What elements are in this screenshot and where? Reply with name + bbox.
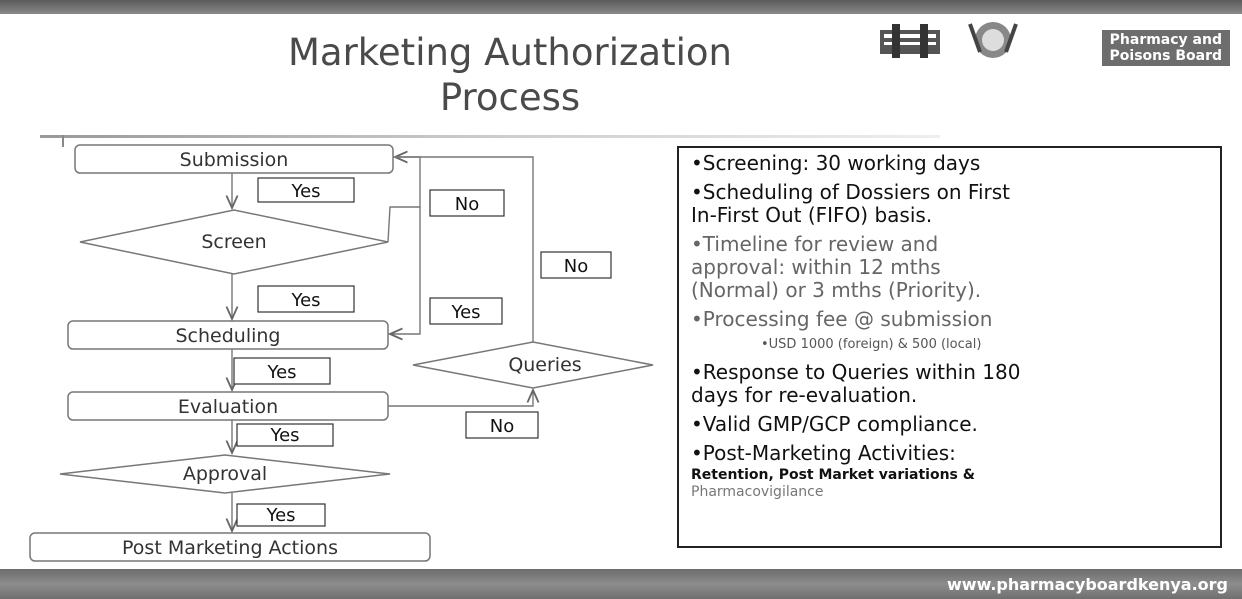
svg-text:No: No — [490, 416, 514, 437]
info-post-marketing-line-2: Retention, Post Market variations & — [691, 467, 975, 483]
node-queries: Queries — [412, 341, 654, 389]
svg-text:Yes: Yes — [269, 425, 299, 446]
label-yes-4: Yes — [233, 357, 331, 385]
node-submission: Submission — [74, 144, 394, 174]
top-bar — [0, 0, 1242, 14]
svg-text:Yes: Yes — [266, 362, 296, 383]
svg-text:Yes: Yes — [290, 290, 320, 311]
info-post-marketing: •Post-Marketing Activities: — [691, 441, 956, 465]
board-name-line-2: Poisons Board — [1109, 48, 1222, 64]
svg-text:Screen: Screen — [201, 231, 266, 253]
connectors — [232, 157, 533, 531]
node-approval: Approval — [59, 454, 391, 494]
info-fee: •Processing fee @ submission — [691, 307, 993, 331]
info-response-line-1: •Response to Queries within 180 — [691, 360, 1021, 384]
label-yes-6: Yes — [236, 503, 326, 527]
footer-website: www.pharmacyboardkenya.org — [947, 575, 1228, 594]
info-fee-detail: •USD 1000 (foreign) & 500 (local) — [761, 337, 982, 352]
board-name-line-1: Pharmacy and — [1109, 32, 1222, 48]
node-screen: Screen — [79, 209, 389, 275]
node-evaluation: Evaluation — [67, 391, 389, 421]
info-post-marketing-detail: Retention, Post Market variations & Phar… — [691, 467, 1208, 501]
label-yes-3: Yes — [429, 297, 503, 325]
flowchart: Submission Screen Scheduling Queries Eva… — [29, 144, 654, 562]
label-no-1: No — [429, 189, 505, 217]
label-yes-5: Yes — [236, 423, 334, 447]
label-no-2: No — [540, 251, 612, 279]
svg-text:Submission: Submission — [180, 149, 289, 171]
info-screening: •Screening: 30 working days — [691, 151, 981, 175]
svg-text:Scheduling: Scheduling — [175, 325, 280, 347]
svg-text:Approval: Approval — [183, 463, 267, 485]
divider-tick — [62, 135, 64, 147]
svg-text:No: No — [564, 256, 588, 277]
label-yes-2: Yes — [257, 285, 355, 313]
header-logos: Pharmacy and Poisons Board — [870, 12, 1242, 66]
svg-text:Evaluation: Evaluation — [178, 396, 278, 418]
info-scheduling-line-1: •Scheduling of Dossiers on First — [691, 180, 1011, 204]
slide-title: Marketing Authorization Process — [250, 30, 770, 120]
title-divider — [40, 135, 940, 138]
svg-text:Yes: Yes — [290, 181, 320, 202]
svg-text:Yes: Yes — [265, 505, 295, 526]
title-line-2: Process — [439, 76, 581, 119]
svg-text:Yes: Yes — [450, 302, 480, 323]
info-post-marketing-line-3: Pharmacovigilance — [691, 484, 824, 500]
info-timeline-line-2: approval: within 12 mths — [691, 255, 941, 279]
board-name-badge: Pharmacy and Poisons Board — [1101, 30, 1230, 66]
info-timeline-line-1: •Timeline for review and — [691, 232, 939, 256]
info-scheduling-line-2: In-First Out (FIFO) basis. — [691, 203, 933, 227]
info-gmp: •Valid GMP/GCP compliance. — [691, 412, 978, 436]
svg-text:Queries: Queries — [508, 354, 581, 376]
info-timeline-line-3: (Normal) or 3 mths (Priority). — [691, 278, 982, 302]
info-response-line-2: days for re-evaluation. — [691, 383, 918, 407]
footer-bar — [0, 569, 1242, 599]
svg-text:Post Marketing Actions: Post Marketing Actions — [122, 537, 338, 559]
emblem-icon — [880, 22, 1018, 58]
node-scheduling: Scheduling — [67, 320, 389, 350]
label-yes-1: Yes — [257, 177, 355, 203]
info-scheduling: •Scheduling of Dossiers on First In-Firs… — [691, 181, 1208, 227]
svg-text:No: No — [455, 194, 479, 215]
info-timeline: •Timeline for review and approval: withi… — [691, 233, 1208, 302]
title-line-1: Marketing Authorization — [288, 31, 732, 74]
info-response: •Response to Queries within 180 days for… — [691, 361, 1208, 407]
label-no-3: No — [465, 411, 539, 439]
info-panel: •Screening: 30 working days •Scheduling … — [677, 146, 1222, 548]
node-post-marketing: Post Marketing Actions — [29, 532, 431, 562]
